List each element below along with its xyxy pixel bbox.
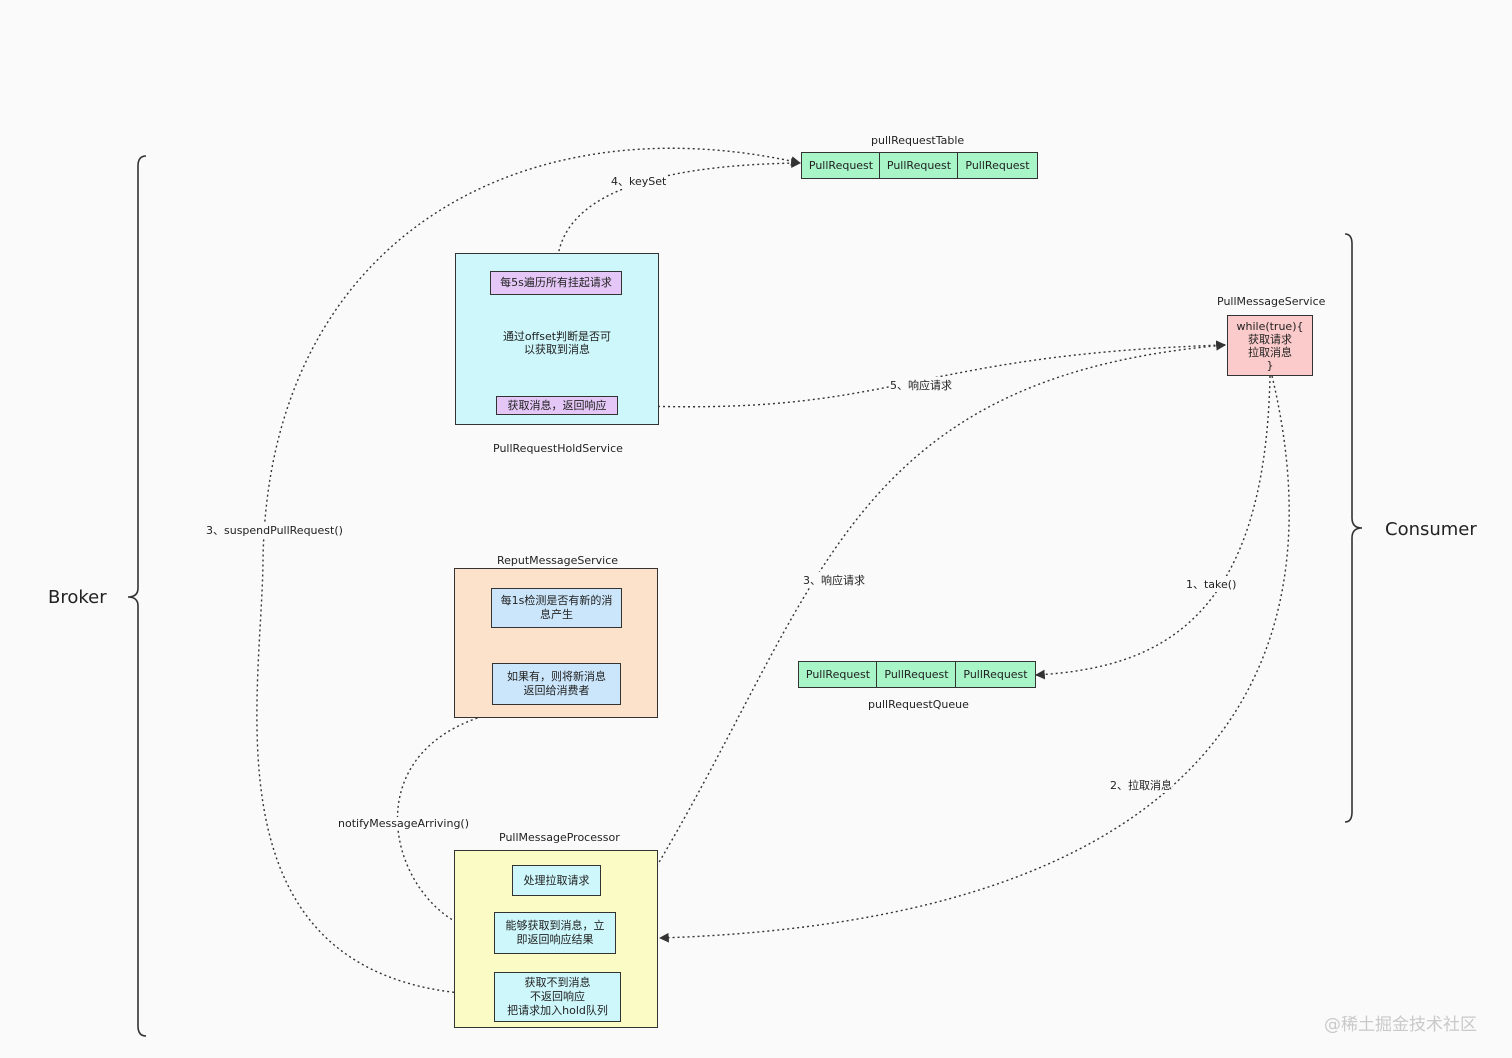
pull-request-queue-cell: PullRequest: [876, 661, 957, 688]
broker-label: Broker: [48, 587, 107, 608]
processor-title: PullMessageProcessor: [499, 831, 620, 844]
edge-respond5: [617, 340, 1226, 408]
edge-take: [1035, 375, 1271, 680]
pull-request-queue-title: pullRequestQueue: [868, 698, 969, 711]
edge-label-notify: notifyMessageArriving(): [338, 817, 470, 830]
reput-step-return: 如果有，则将新消息 返回给消费者: [492, 663, 621, 705]
pull-request-queue-cell: PullRequest: [798, 661, 878, 688]
edge-label-keyset: 4、keySet: [611, 173, 667, 189]
pull-request-queue-cell: PullRequest: [955, 661, 1036, 688]
consumer-label: Consumer: [1385, 519, 1477, 540]
reput-step-check: 每1s检测是否有新的消 息产生: [491, 588, 622, 628]
pull-request-table-cell: PullRequest: [801, 152, 881, 179]
edge-suspend: [256, 147, 801, 996]
edge-respond3: [616, 340, 1226, 931]
hold-service-title: PullRequestHoldService: [493, 442, 623, 455]
edge-label-take: 1、take(): [1186, 576, 1237, 592]
edge-keyset: [556, 158, 801, 272]
consumer-brace: [1344, 233, 1363, 823]
pull-request-table-title: pullRequestTable: [871, 134, 965, 147]
edge-label-respond5: 5、响应请求: [890, 377, 952, 393]
pull-request-table-cell: PullRequest: [879, 152, 959, 179]
edge-label-pull: 2、拉取消息: [1110, 777, 1172, 793]
broker-brace: [127, 155, 147, 1037]
edge-pull: [659, 375, 1290, 943]
edge-label-respond3: 3、响应请求: [803, 572, 865, 588]
pull-message-service-loop: while(true){ 获取请求 拉取消息 }: [1227, 315, 1313, 376]
processor-step-handle: 处理拉取请求: [512, 865, 601, 896]
hold-step-respond: 获取消息，返回响应: [496, 396, 618, 415]
watermark: @稀土掘金技术社区: [1324, 1015, 1477, 1035]
reput-service-title: ReputMessageService: [497, 554, 619, 567]
processor-step-immediate: 能够获取到消息，立 即返回响应结果: [494, 912, 616, 954]
hold-step-iterate: 每5s遍历所有挂起请求: [490, 271, 622, 295]
edge-label-suspend: 3、suspendPullRequest(): [206, 522, 343, 538]
processor-step-hold: 获取不到消息 不返回响应 把请求加入hold队列: [494, 972, 621, 1022]
pull-request-table-cell: PullRequest: [957, 152, 1038, 179]
hold-decision-text: 通过offset判断是否可 以获取到消息: [502, 330, 612, 356]
pull-message-service-title: PullMessageService: [1217, 295, 1326, 308]
